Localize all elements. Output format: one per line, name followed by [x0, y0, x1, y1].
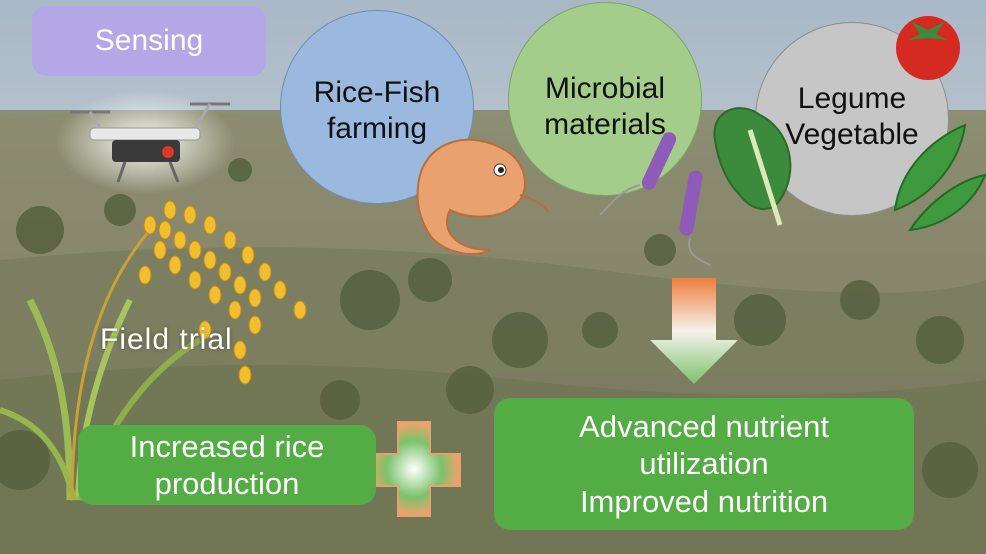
fish-icon	[416, 138, 549, 255]
nutrient-nutrition-box: Advanced nutrient utilization Improved n…	[494, 398, 914, 530]
pea-pod-icon	[893, 123, 986, 232]
nutrition-outcome-line-1: Advanced nutrient	[579, 409, 829, 445]
drone-icon	[55, 90, 235, 194]
field-trial-label: Field trial	[100, 323, 233, 356]
microbial-line-2: materials	[544, 108, 666, 141]
increased-rice-production-box: Increased rice production	[78, 425, 376, 505]
sensing-label: Sensing	[32, 6, 266, 76]
rice-fish-line-1: Rice-Fish	[313, 76, 441, 109]
down-arrow-icon	[650, 278, 738, 384]
legume-line-1: Legume	[797, 82, 907, 115]
tomato-icon	[896, 16, 960, 80]
microbial-materials-circle: Microbial materials	[508, 2, 702, 196]
nutrition-outcome-line-3: Improved nutrition	[579, 483, 829, 519]
microbe-icon	[599, 132, 711, 266]
microbial-line-1: Microbial	[544, 72, 666, 105]
leafy-vegetable-icon	[713, 107, 792, 226]
rice-fish-line-2: farming	[326, 112, 428, 145]
rice-outcome-line-2: production	[154, 466, 300, 501]
legume-line-2: Vegetable	[785, 118, 919, 151]
rice-plant-icon	[0, 200, 307, 502]
rice-outcome-line-1: Increased rice	[129, 428, 325, 464]
nutrition-outcome-line-2: utilization	[639, 446, 769, 482]
